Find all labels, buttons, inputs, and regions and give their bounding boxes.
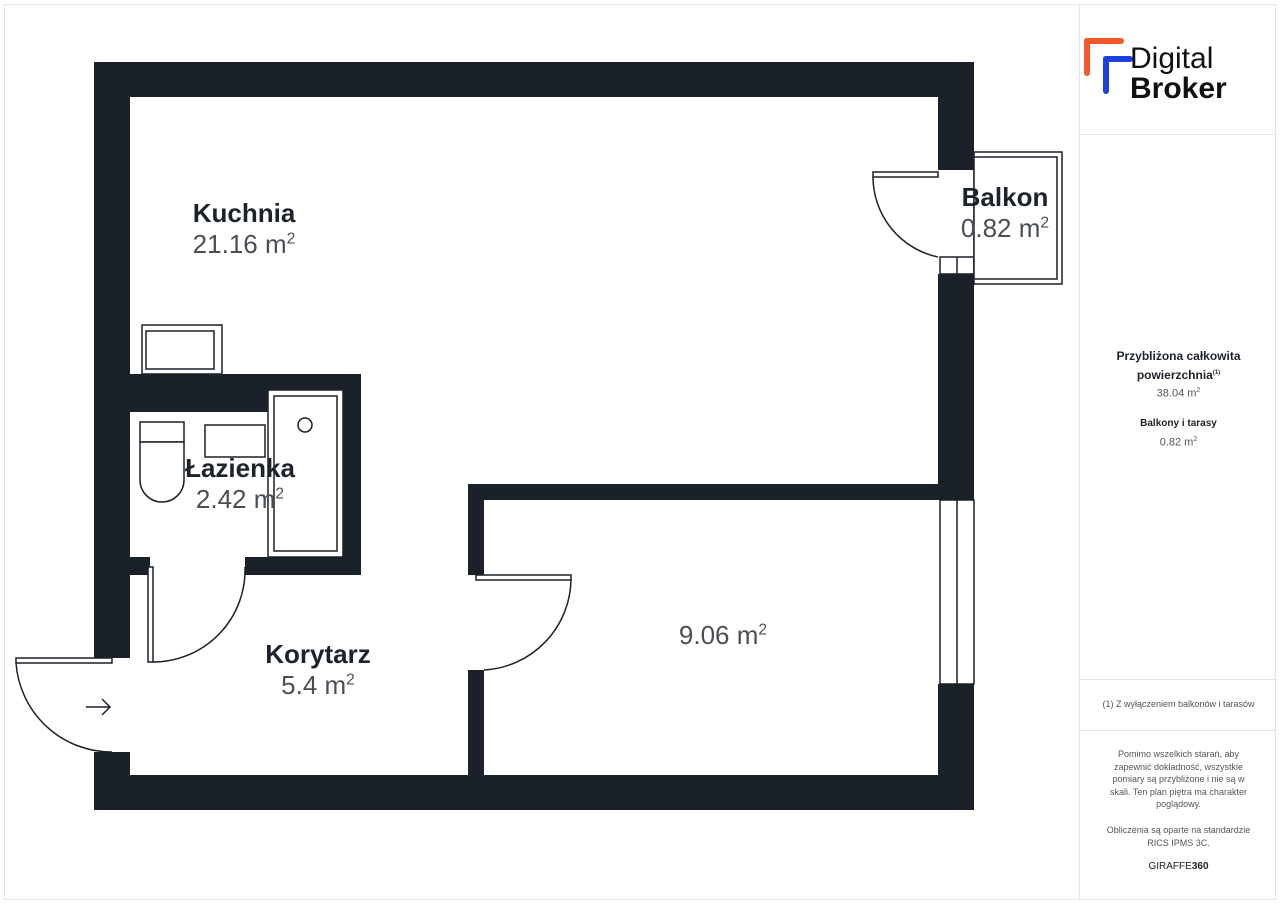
balcony-inner bbox=[973, 156, 1058, 280]
room-name: Łazienka bbox=[185, 453, 295, 483]
wall-bottom bbox=[94, 775, 974, 810]
total-area-value: 38.04 m2 bbox=[1156, 387, 1201, 400]
room-area: 21.16 m2 bbox=[192, 229, 296, 259]
balcony-door bbox=[872, 171, 939, 178]
toilet-tank bbox=[139, 421, 185, 443]
room-area: 2.42 m2 bbox=[195, 484, 285, 514]
room-name: Balkon bbox=[961, 182, 1049, 212]
room-area: 5.4 m2 bbox=[281, 670, 355, 700]
info-sidebar: Digital Broker Przybliżona całkowita pow… bbox=[1079, 4, 1277, 900]
bath-notch bbox=[130, 412, 205, 422]
divider bbox=[1080, 679, 1277, 680]
page-frame bbox=[4, 4, 1276, 900]
disclaimer: Pomimo wszelkich starań, aby zapewnić do… bbox=[1110, 749, 1247, 809]
wall-room-top bbox=[468, 484, 938, 500]
wall-right-top bbox=[938, 62, 974, 170]
balcony-area-value: 0.82 m2 bbox=[1159, 436, 1198, 449]
standard-note: Obliczenia są oparte na standardzie RICS… bbox=[1106, 825, 1251, 848]
room-name: Korytarz bbox=[265, 639, 371, 669]
wall-bath-right bbox=[343, 374, 361, 575]
wall-top bbox=[94, 62, 974, 97]
room-kuchnia: Kuchnia 21.16 m2 bbox=[193, 198, 296, 260]
room-area: 0.82 m2 bbox=[960, 213, 1050, 243]
kitchen-sink bbox=[145, 330, 215, 370]
digital-broker-logo: Digital Broker bbox=[1084, 34, 1274, 104]
door-swings bbox=[15, 171, 939, 753]
wall-bath-bottom bbox=[245, 557, 361, 575]
walls bbox=[94, 62, 974, 810]
room-lazienka: Łazienka 2.42 m2 bbox=[185, 453, 295, 515]
floor-plan bbox=[15, 62, 1063, 810]
toilet-bowl bbox=[139, 441, 185, 503]
giraffe360-credit: GIRAFFE360 bbox=[1148, 861, 1209, 872]
logo-line2: Broker bbox=[1130, 72, 1227, 105]
divider bbox=[1080, 134, 1277, 135]
room-pokoj: 9.06 m2 bbox=[679, 620, 767, 651]
room-door bbox=[475, 574, 572, 581]
divider bbox=[1080, 730, 1277, 731]
room-name: Kuchnia bbox=[192, 198, 296, 228]
wall-right-mid bbox=[938, 274, 974, 500]
wall-bath-bottom-left bbox=[130, 557, 150, 575]
footnote: (1) Z wyłączeniem balkonów i tarasów bbox=[1102, 699, 1255, 709]
logo-line1: Digital bbox=[1130, 42, 1214, 75]
wall-left-upper bbox=[94, 62, 130, 658]
wall-room-left-upper bbox=[468, 484, 484, 575]
wall-right-bottom bbox=[938, 684, 974, 810]
wall-room-left-lower bbox=[468, 670, 484, 775]
entrance-arrow-icon bbox=[86, 698, 112, 716]
room-area: 9.06 m2 bbox=[678, 620, 768, 650]
total-area-label: Przybliżona całkowita powierzchnia(1) bbox=[1116, 349, 1241, 382]
room-korytarz: Korytarz 5.4 m2 bbox=[265, 639, 370, 701]
bathtub-drain bbox=[297, 417, 313, 433]
bathroom-sink bbox=[204, 424, 266, 458]
bathroom-door bbox=[147, 566, 154, 663]
entrance-door bbox=[15, 657, 113, 664]
room-balkon: Balkon 0.82 m2 bbox=[961, 182, 1049, 244]
balcony-area-label: Balkony i tarasy bbox=[1140, 418, 1217, 429]
